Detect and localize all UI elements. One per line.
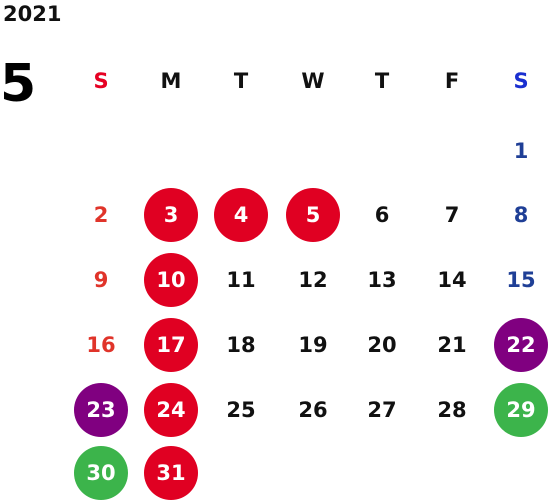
day-cell-1[interactable]: 1 bbox=[513, 139, 529, 163]
day-cell-24[interactable]: 24 bbox=[144, 383, 198, 437]
day-cell-14[interactable]: 14 bbox=[437, 268, 467, 292]
day-cell-11[interactable]: 11 bbox=[226, 268, 256, 292]
day-cell-22[interactable]: 22 bbox=[494, 318, 548, 372]
day-cell-17[interactable]: 17 bbox=[144, 318, 198, 372]
month-number: 5 bbox=[0, 54, 37, 114]
day-cell-31[interactable]: 31 bbox=[144, 446, 198, 500]
day-cell-19[interactable]: 19 bbox=[298, 333, 328, 357]
weekday-header: T bbox=[233, 69, 249, 93]
weekday-header: M bbox=[160, 69, 182, 93]
weekday-header: T bbox=[374, 69, 390, 93]
day-cell-27[interactable]: 27 bbox=[367, 398, 397, 422]
day-cell-2[interactable]: 2 bbox=[93, 203, 109, 227]
day-cell-18[interactable]: 18 bbox=[226, 333, 256, 357]
day-cell-5[interactable]: 5 bbox=[286, 188, 340, 242]
day-cell-6[interactable]: 6 bbox=[374, 203, 390, 227]
day-cell-26[interactable]: 26 bbox=[298, 398, 328, 422]
weekday-header: S bbox=[93, 69, 109, 93]
day-cell-4[interactable]: 4 bbox=[214, 188, 268, 242]
day-cell-30[interactable]: 30 bbox=[74, 446, 128, 500]
weekday-header: W bbox=[301, 69, 325, 93]
weekday-header: F bbox=[444, 69, 460, 93]
day-cell-23[interactable]: 23 bbox=[74, 383, 128, 437]
day-cell-10[interactable]: 10 bbox=[144, 253, 198, 307]
day-cell-8[interactable]: 8 bbox=[513, 203, 529, 227]
weekday-header: S bbox=[513, 69, 529, 93]
day-cell-15[interactable]: 15 bbox=[506, 268, 536, 292]
day-cell-12[interactable]: 12 bbox=[298, 268, 328, 292]
day-cell-21[interactable]: 21 bbox=[437, 333, 467, 357]
year-label: 2021 bbox=[3, 2, 62, 26]
day-cell-28[interactable]: 28 bbox=[437, 398, 467, 422]
day-cell-29[interactable]: 29 bbox=[494, 383, 548, 437]
day-cell-3[interactable]: 3 bbox=[144, 188, 198, 242]
day-cell-25[interactable]: 25 bbox=[226, 398, 256, 422]
day-cell-13[interactable]: 13 bbox=[367, 268, 397, 292]
day-cell-20[interactable]: 20 bbox=[367, 333, 397, 357]
day-cell-16[interactable]: 16 bbox=[86, 333, 116, 357]
day-cell-9[interactable]: 9 bbox=[93, 268, 109, 292]
day-cell-7[interactable]: 7 bbox=[444, 203, 460, 227]
